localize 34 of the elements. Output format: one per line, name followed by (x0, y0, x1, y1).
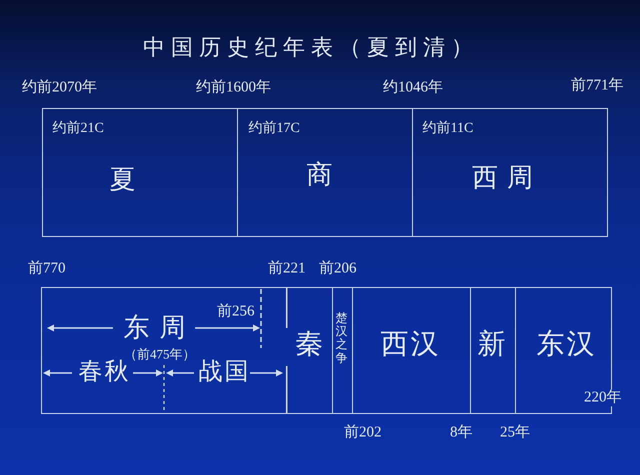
period-date: 约前17C (248, 120, 300, 137)
timeline-cell (352, 287, 471, 414)
dynasty-name: 夏 (110, 164, 136, 194)
year-label: 约1046年 (383, 79, 443, 97)
dynasty-name: 东汉 (536, 328, 596, 361)
period-box (237, 108, 413, 237)
period-box (412, 108, 608, 237)
period-date: 约前21C (52, 120, 104, 137)
period-date: 约前11C (422, 120, 474, 137)
year-label: 约前2070年 (22, 79, 97, 97)
timeline-cell (470, 287, 516, 414)
timeline-cell (332, 287, 353, 414)
year-label: 前771年 (571, 77, 624, 95)
dynasty-name: 楚汉之争 (336, 312, 348, 366)
year-label: 前256 (217, 303, 254, 321)
period-box (42, 108, 238, 237)
year-label: 25年 (500, 424, 530, 442)
dynasty-name: 西周 (471, 162, 542, 192)
year-label: 前206 (319, 260, 356, 278)
dynasty-name: 东周 (122, 312, 196, 342)
year-label: 前221 (268, 260, 306, 278)
timeline-cell (286, 287, 333, 414)
year-label: 220年 (583, 389, 622, 407)
year-label: 前770 (28, 260, 66, 278)
dynasty-name: 西汉 (380, 328, 440, 361)
year-label: 8年 (450, 424, 472, 442)
dynasty-name: 新 (478, 328, 506, 361)
dynasty-name: 秦 (295, 328, 323, 361)
dynasty-name: 战国 (198, 358, 250, 386)
title: 中国历史纪年表（夏到清） (142, 34, 479, 60)
timeline-cell (41, 287, 287, 414)
year-label: 前202 (344, 424, 382, 442)
dynasty-name: 商 (306, 160, 332, 190)
year-label: 约前1600年 (196, 79, 271, 97)
